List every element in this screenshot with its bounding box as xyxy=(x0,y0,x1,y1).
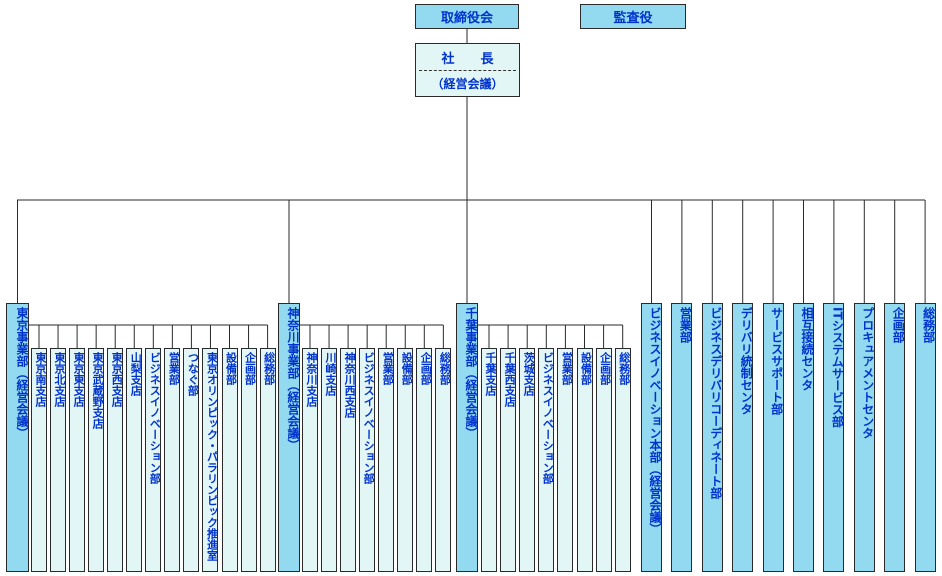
branch-box-label: 設備部 xyxy=(400,352,414,385)
hq-unit-box: サービスサポート部 xyxy=(762,303,784,572)
hq-unit-box-label: 営業部 xyxy=(678,307,693,343)
branch-box-label: 東京北支店 xyxy=(53,352,67,407)
hq-unit-box-label: ビジネスイノベーション本部（経営会議） xyxy=(648,307,662,535)
hq-unit-box: 相互接続センタ xyxy=(793,303,814,572)
division-box: 千葉事業部（経営会議） xyxy=(456,303,478,572)
branch-box: 東京東支店 xyxy=(69,348,86,572)
branch-box: 東京武蔵野支店 xyxy=(88,348,105,572)
branch-box: 営業部 xyxy=(378,348,395,572)
branch-box: 企画部 xyxy=(595,348,612,572)
president-label: 社 長 xyxy=(441,52,494,67)
branch-box-label: 企画部 xyxy=(419,352,433,385)
branch-box: 千葉西支店 xyxy=(500,348,517,572)
branch-box: 千葉支店 xyxy=(481,348,497,572)
auditor-box: 監査役 xyxy=(580,4,686,29)
board-label: 取締役会 xyxy=(440,11,493,26)
branch-box-label: 千葉西支店 xyxy=(503,352,517,407)
branch-box: 東京西支店 xyxy=(107,348,124,572)
hq-unit-box: 企画部 xyxy=(884,303,906,572)
branch-box-label: 営業部 xyxy=(167,352,181,385)
branch-box-label: 営業部 xyxy=(381,352,395,385)
branch-box: 総務部 xyxy=(435,348,452,572)
division-box-label: 東京事業部（経営会議） xyxy=(15,307,29,439)
branch-box: 山梨支店 xyxy=(126,348,143,572)
hq-unit-box-label: ITシステムサービス部 xyxy=(830,307,845,428)
branch-box: 企画部 xyxy=(416,348,433,572)
branch-box: ビジネスイノベーション部 xyxy=(538,348,555,572)
management-meeting-label: （経営会議） xyxy=(431,77,504,91)
branch-box-label: 企画部 xyxy=(243,352,257,385)
branch-box: 東京オリンピック・パラリンピック推進室 xyxy=(202,348,219,572)
branch-box-label: ビジネスイノベーション部 xyxy=(148,352,162,484)
hq-unit-box-label: ビジネスデリバリコーディネート部 xyxy=(708,307,723,499)
hq-unit-box: 総務部 xyxy=(914,303,936,572)
branch-box: つなぐ部 xyxy=(183,348,200,572)
branch-box: 神奈川西支店 xyxy=(340,348,357,572)
branch-box: 設備部 xyxy=(397,348,414,572)
branch-box-label: 総務部 xyxy=(262,352,276,385)
hq-unit-box-label: デリバリ統制センタ xyxy=(739,307,754,415)
hq-unit-box-label: プロキュアメントセンタ xyxy=(860,307,875,439)
branch-box-label: 営業部 xyxy=(560,352,574,385)
hq-unit-box-label: 総務部 xyxy=(921,307,936,343)
branch-box-label: 東京武蔵野支店 xyxy=(91,352,105,429)
hq-unit-box-label: サービスサポート部 xyxy=(769,307,784,415)
hq-unit-box: 営業部 xyxy=(671,303,693,572)
branch-box: 東京北支店 xyxy=(50,348,67,572)
branch-box-label: 川崎支店 xyxy=(324,352,338,396)
division-box-label: 千葉事業部（経営会議） xyxy=(464,307,478,439)
board-of-directors-box: 取締役会 xyxy=(415,4,519,29)
hq-unit-box: ビジネスデリバリコーディネート部 xyxy=(701,303,723,572)
branch-box-label: ビジネスイノベーション部 xyxy=(362,352,376,484)
branch-box-label: 東京オリンピック・パラリンピック推進室 xyxy=(205,352,219,561)
branch-box-label: ビジネスイノベーション部 xyxy=(541,352,555,484)
division-box: 神奈川事業部（経営会議） xyxy=(278,303,300,572)
branch-box-label: 東京西支店 xyxy=(110,352,124,407)
branch-box: ビジネスイノベーション部 xyxy=(359,348,376,572)
branch-box: 総務部 xyxy=(614,348,631,572)
hq-unit-box: プロキュアメントセンタ xyxy=(853,303,875,572)
branch-box-label: 東京東支店 xyxy=(72,352,86,407)
branch-box: 川崎支店 xyxy=(321,348,338,572)
president-box: 社 長 （経営会議） xyxy=(415,43,520,97)
branch-box: 企画部 xyxy=(240,348,257,572)
branch-box-label: 山梨支店 xyxy=(129,352,143,396)
hq-unit-box: ITシステムサービス部 xyxy=(823,303,845,572)
hq-unit-box: ビジネスイノベーション本部（経営会議） xyxy=(641,303,662,572)
president-divider xyxy=(419,70,516,71)
branch-box-label: つなぐ部 xyxy=(186,352,200,396)
division-box-label: 神奈川事業部（経営会議） xyxy=(286,307,300,451)
hq-unit-box-label: 相互接続センタ xyxy=(800,307,814,391)
branch-box: 東京南支店 xyxy=(31,348,47,572)
branch-box: ビジネスイノベーション部 xyxy=(145,348,162,572)
auditor-label: 監査役 xyxy=(613,11,653,26)
branch-box-label: 茨城支店 xyxy=(522,352,536,396)
branch-box-label: 総務部 xyxy=(438,352,452,385)
branch-box-label: 設備部 xyxy=(224,352,238,385)
branch-box: 営業部 xyxy=(557,348,574,572)
branch-box: 営業部 xyxy=(164,348,181,572)
branch-box-label: 企画部 xyxy=(598,352,612,385)
hq-unit-box-label: 企画部 xyxy=(891,307,906,343)
branch-box-label: 設備部 xyxy=(579,352,593,385)
branch-box: 神奈川支店 xyxy=(302,348,318,572)
branch-box: 設備部 xyxy=(221,348,238,572)
branch-box-label: 東京南支店 xyxy=(34,352,47,407)
hq-unit-box: デリバリ統制センタ xyxy=(732,303,754,572)
branch-box: 茨城支店 xyxy=(519,348,536,572)
branch-box-label: 千葉支店 xyxy=(484,352,497,396)
branch-box: 総務部 xyxy=(259,348,276,572)
branch-box-label: 神奈川西支店 xyxy=(343,352,357,418)
branch-box-label: 神奈川支店 xyxy=(305,352,318,407)
division-box: 東京事業部（経営会議） xyxy=(6,303,29,572)
branch-box-label: 総務部 xyxy=(617,352,631,385)
branch-box: 設備部 xyxy=(576,348,593,572)
